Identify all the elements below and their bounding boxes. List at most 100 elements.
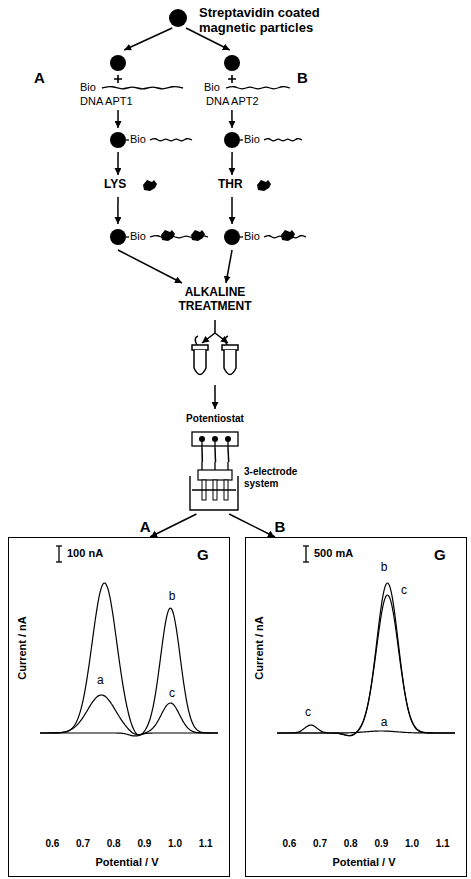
sample-tube (224, 350, 236, 375)
node-text: Bio (244, 133, 260, 146)
magnetic-particle (110, 55, 126, 71)
node-art (214, 128, 309, 152)
wire (201, 462, 202, 470)
magnetic-particle (224, 132, 240, 148)
node-text: c (169, 687, 175, 701)
node-text: ALKALINE TREATMENT (165, 286, 265, 314)
section-letter: A (34, 70, 45, 85)
node-text: Bio (244, 230, 260, 243)
tube-cap (192, 345, 208, 350)
node-text: 1.1 (199, 838, 213, 850)
voltammogram-panel: 100 nAGCurrent / nAabc0.60.70.80.91.01.1… (8, 537, 230, 877)
aptamer-complex: Bio (214, 224, 309, 250)
aptamer-complex: Bio (100, 224, 212, 250)
link-line (126, 236, 129, 237)
scale-bar (56, 545, 62, 546)
edge-label: B (273, 517, 288, 534)
node-text: 0.9 (374, 838, 388, 850)
solution-level (192, 489, 236, 490)
plus-symbol (228, 75, 236, 83)
node-text: LYS (104, 178, 126, 192)
flow-arrow (231, 110, 233, 128)
node-text: c (401, 584, 407, 598)
protein-blob (161, 230, 175, 241)
magnetic-particle (110, 229, 126, 245)
node-text: b (381, 561, 388, 575)
section-letter: B (297, 70, 308, 85)
dna-strand (150, 139, 192, 141)
node-text: G (197, 546, 209, 563)
wire (214, 448, 216, 462)
link-line (240, 236, 243, 237)
scale-bar (56, 561, 62, 562)
flow-arrow (214, 385, 216, 409)
bound-aptamer: Bio (100, 128, 195, 152)
node-text: G (434, 546, 446, 563)
wire (227, 442, 228, 448)
flow-arrow (226, 250, 232, 283)
magnetic-particle (224, 55, 240, 71)
voltammogram-panel: 500 mAGCurrent / nAbcca0.60.70.80.91.01.… (245, 537, 467, 877)
electrochemical-cell: 3-electrode system (178, 462, 320, 514)
dna-strand (264, 139, 302, 141)
sample-tube (194, 350, 206, 375)
node-text: c (305, 706, 311, 720)
node-text: 3-electrode system (244, 466, 316, 489)
node-text: DNA APT2 (206, 95, 259, 108)
node-text: Potentiostat (186, 413, 244, 425)
flow-arrow (231, 197, 233, 224)
node-text: a (381, 716, 388, 730)
terminal-dot (225, 436, 231, 442)
tube-hinge (195, 336, 198, 345)
node-art (246, 538, 466, 876)
aptamer-step: BioDNA APT2 (200, 50, 310, 110)
flow-arrow (118, 250, 182, 283)
link-line (240, 139, 243, 140)
voltammogram-curve (277, 595, 455, 736)
node-art (9, 538, 229, 876)
node-text: a (97, 674, 104, 688)
plus-symbol (114, 75, 122, 83)
flow-arrow (231, 152, 233, 175)
flow-arrow (202, 333, 215, 343)
node-text: 0.7 (76, 838, 90, 850)
node-text: DNA APT1 (80, 95, 133, 108)
voltammogram-curve (40, 695, 218, 735)
magnetic-particle (224, 229, 240, 245)
flow-arrow (117, 110, 119, 128)
node-art (100, 128, 195, 152)
node-text: 0.8 (107, 838, 121, 850)
flow-line (214, 320, 216, 333)
node-text: 500 mA (314, 547, 353, 560)
dna-strand (102, 87, 183, 89)
terminal-dot (212, 436, 218, 442)
scale-bar (58, 546, 59, 562)
node-text: Potential / V (333, 856, 396, 869)
protein-blob (143, 180, 157, 191)
flow-arrow (124, 28, 172, 50)
voltammogram-curve (40, 703, 218, 736)
scale-bar (303, 545, 309, 546)
node-text: THR (218, 178, 243, 192)
particle-source: Streptavidin coated magnetic particles (165, 4, 405, 44)
magnetic-particle (110, 132, 126, 148)
tube-hinge (225, 336, 228, 345)
node-text: Current / nA (16, 616, 29, 680)
potentiostat: Potentiostat (170, 412, 260, 448)
node-text: 1.0 (168, 838, 182, 850)
aptamer-step: BioDNA APT1 (78, 50, 188, 110)
node-text: Streptavidin coated magnetic particles (199, 6, 334, 36)
target-protein: LYS (100, 175, 170, 197)
node-text: Bio (80, 81, 96, 94)
wire (214, 442, 215, 448)
protein-blob (281, 230, 295, 241)
node-text: Bio (130, 133, 146, 146)
node-text: 1.0 (405, 838, 419, 850)
voltammogram-curve (277, 731, 455, 733)
bound-aptamer: Bio (214, 128, 309, 152)
magnetic-particle (169, 9, 187, 27)
node-text: b (169, 590, 176, 604)
node-text: 0.9 (137, 838, 151, 850)
node-text: Potential / V (96, 856, 159, 869)
